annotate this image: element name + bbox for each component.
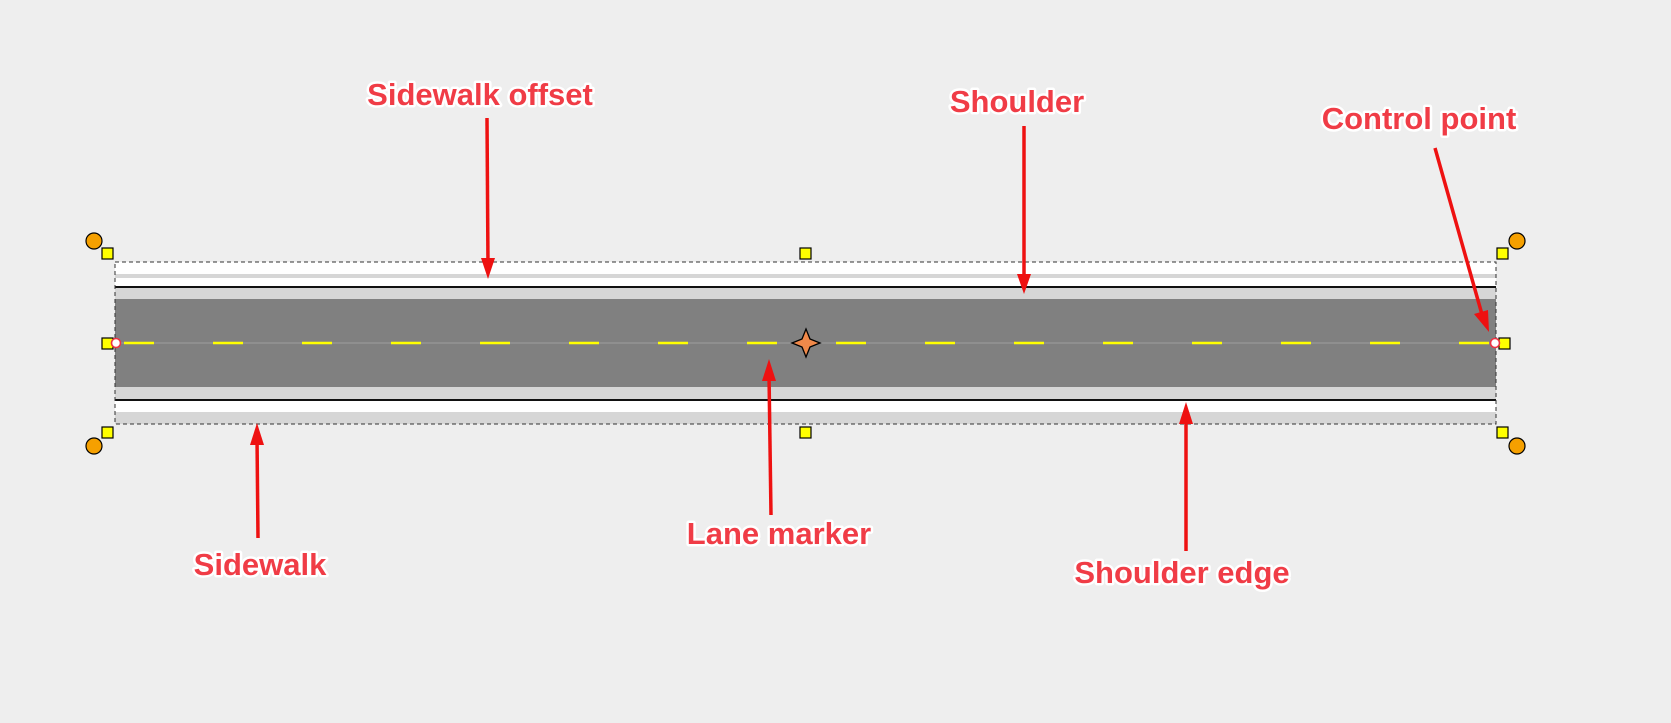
label-control-point: Control point xyxy=(1322,101,1517,136)
rotate-handle-bottom-left-icon[interactable] xyxy=(85,437,103,455)
shoulder-bottom xyxy=(115,412,1496,424)
control-point-left-icon[interactable] xyxy=(110,337,122,349)
sidewalk-top xyxy=(115,262,1496,274)
resize-handle-bottom-center-icon[interactable] xyxy=(799,426,812,439)
rotate-handle-top-left-icon[interactable] xyxy=(85,232,103,250)
rotate-handle-top-right-icon[interactable] xyxy=(1508,232,1526,250)
arrow-head-sidewalk xyxy=(250,423,264,445)
label-sidewalk: Sidewalk xyxy=(194,547,327,582)
resize-handle-top-left-icon[interactable] xyxy=(101,247,114,260)
label-shoulder: Shoulder xyxy=(950,84,1084,119)
arrow-head-lane-marker xyxy=(762,359,776,381)
shoulder-inner-top xyxy=(115,288,1496,299)
arrow-lane-marker xyxy=(767,373,773,516)
four-point-star-icon[interactable] xyxy=(790,327,822,359)
arrow-head-sidewalk-offset xyxy=(481,258,495,279)
label-lane-marker: Lane marker xyxy=(687,516,871,551)
callout-arrows xyxy=(250,117,1489,551)
rotate-handle-bottom-right-icon[interactable] xyxy=(1508,437,1526,455)
road-segment[interactable] xyxy=(115,262,1496,424)
arrow-head-control-point xyxy=(1474,310,1489,332)
arrow-control-point xyxy=(1433,147,1485,319)
label-shoulder-edge: Shoulder edge xyxy=(1074,555,1289,590)
resize-handle-top-center-icon[interactable] xyxy=(799,247,812,260)
shoulder-inner-bottom xyxy=(115,387,1496,399)
resize-handle-bottom-left-icon[interactable] xyxy=(101,426,114,439)
arrow-head-shoulder xyxy=(1017,274,1031,294)
arrow-sidewalk xyxy=(255,436,260,539)
label-sidewalk-offset: Sidewalk offset xyxy=(367,77,593,112)
sidewalk-strip-bottom xyxy=(115,401,1496,412)
resize-handle-top-right-icon[interactable] xyxy=(1496,247,1509,260)
arrow-sidewalk-offset xyxy=(485,117,490,267)
sidewalk-strip-top xyxy=(115,278,1496,286)
control-point-right-icon[interactable] xyxy=(1489,337,1501,349)
resize-handle-bottom-right-icon[interactable] xyxy=(1496,426,1509,439)
arrow-head-shoulder-edge xyxy=(1179,402,1193,424)
resize-handle-middle-right-icon[interactable] xyxy=(1498,337,1511,350)
